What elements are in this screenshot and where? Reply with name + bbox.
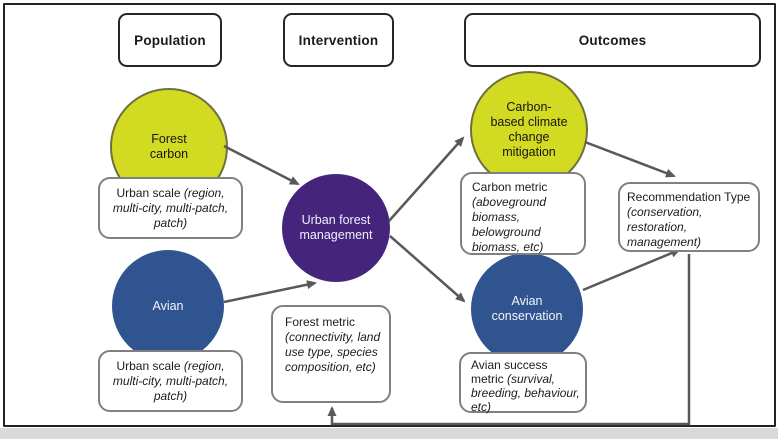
box-avian-success-metric-title: Avian success metric (471, 358, 548, 386)
box-forest-metric-title: Forest metric (285, 315, 356, 329)
box-avian-success-metric-detail: (survival, breeding, behaviour, etc) (471, 372, 580, 414)
box-urban-scale-avian-title: Urban scale (116, 358, 184, 373)
box-carbon-metric-title: Carbon metric (472, 180, 548, 194)
box-urban-scale-avian-detail: (region, multi-city, multi-patch, patch) (112, 358, 229, 403)
node-avian-conservation-label: Avian conservation (491, 294, 563, 323)
node-avian-conservation: Avian conservation (471, 253, 583, 365)
box-avian-success-metric-text: Avian success metric (survival, breeding… (471, 358, 580, 414)
bottom-margin-strip (0, 428, 778, 439)
box-urban-scale-avian: Urban scale (region, multi-city, multi-p… (98, 350, 243, 412)
box-urban-scale-forest: Urban scale (region, multi-city, multi-p… (98, 177, 243, 239)
node-carbon-mitigation-label: Carbon-based climate change mitigation (490, 100, 568, 159)
node-avian: Avian (112, 250, 224, 362)
node-forest-carbon-label: Forest carbon (149, 132, 189, 161)
box-forest-metric-detail: (connectivity, land use type, species co… (285, 330, 381, 374)
node-avian-label: Avian (152, 298, 184, 313)
box-recommendation-type-detail: (conservation, restoration, management) (627, 205, 703, 249)
box-carbon-metric-text: Carbon metric (aboveground biomass, belo… (472, 180, 547, 254)
column-header-population-label: Population (134, 32, 206, 48)
node-carbon-mitigation: Carbon-based climate change mitigation (470, 71, 588, 189)
column-header-population: Population (118, 13, 222, 67)
box-recommendation-type-title: Recommendation Type (627, 190, 751, 204)
box-urban-scale-avian-text: Urban scale (region, multi-city, multi-p… (106, 359, 235, 404)
box-forest-metric-text: Forest metric (connectivity, land use ty… (285, 315, 380, 374)
box-recommendation-type-text: Recommendation Type (conservation, resto… (627, 190, 750, 249)
box-urban-scale-forest-title: Urban scale (116, 185, 184, 200)
box-carbon-metric: Carbon metric (aboveground biomass, belo… (460, 172, 586, 255)
node-urban-forest-management-label: Urban forest management (299, 213, 373, 242)
box-recommendation-type: Recommendation Type (conservation, resto… (618, 182, 760, 252)
column-header-intervention: Intervention (283, 13, 394, 67)
column-header-outcomes-label: Outcomes (578, 32, 647, 48)
box-avian-success-metric: Avian success metric (survival, breeding… (459, 352, 587, 414)
box-forest-metric: Forest metric (connectivity, land use ty… (271, 305, 391, 403)
column-header-outcomes: Outcomes (464, 13, 761, 67)
box-urban-scale-forest-text: Urban scale (region, multi-city, multi-p… (106, 186, 235, 231)
node-urban-forest-management: Urban forest management (282, 174, 390, 282)
box-urban-scale-forest-detail: (region, multi-city, multi-patch, patch) (112, 185, 229, 230)
box-carbon-metric-detail: (aboveground biomass, belowground biomas… (472, 195, 547, 254)
column-header-intervention-label: Intervention (298, 32, 379, 48)
